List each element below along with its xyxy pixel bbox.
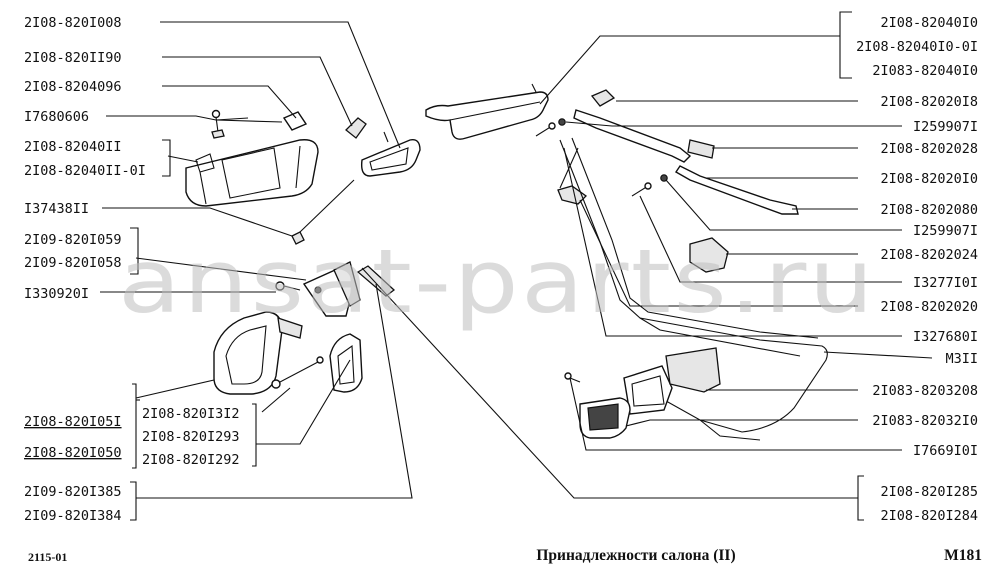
screw-top bbox=[535, 122, 556, 137]
label-2i08-820i3i2: 2I08-820I3I2 bbox=[142, 406, 240, 422]
footer: 2115-01 Принадлежности салона (II) M181 bbox=[28, 547, 982, 564]
label-2i08-820i05i: 2I08-820I05I bbox=[24, 414, 122, 430]
rear-ashtray-frame bbox=[623, 347, 721, 415]
nut-i259907i-lower bbox=[660, 174, 668, 182]
screw-lower bbox=[631, 182, 652, 197]
mirror-cover bbox=[329, 333, 363, 393]
left-labels: 2I08-820I008 2I08-820II90 2I08-8204096 I… bbox=[24, 15, 240, 524]
label-2i08-820i008: 2I08-820I008 bbox=[24, 15, 122, 31]
label-i327680i: I327680I bbox=[913, 329, 978, 345]
label-2i08-82040ii-0i: 2I08-82040II-0I bbox=[24, 163, 146, 179]
label-2i08-82020i8: 2I08-82020I8 bbox=[880, 94, 978, 110]
label-m3ii: M3II bbox=[945, 351, 978, 367]
grab-handle-upper bbox=[573, 109, 715, 163]
leader-lines bbox=[100, 21, 933, 499]
label-2i08-8202024: 2I08-8202024 bbox=[880, 247, 978, 263]
label-2i08-82020i0: 2I08-82020I0 bbox=[880, 171, 978, 187]
label-2i09-820i384: 2I09-820I384 bbox=[24, 508, 122, 524]
label-i259907i-a: I259907I bbox=[913, 119, 978, 135]
cap-i37438ii bbox=[291, 231, 305, 245]
label-2i083-82032i0: 2I083-82032I0 bbox=[872, 413, 978, 429]
label-2i083-82040i0: 2I083-82040I0 bbox=[872, 63, 978, 79]
screw-i7669i0i bbox=[564, 372, 581, 383]
label-2i08-820i292: 2I08-820I292 bbox=[142, 452, 240, 468]
label-2i08-8204096: 2I08-8204096 bbox=[24, 79, 122, 95]
label-2i08-8202080: 2I08-8202080 bbox=[880, 202, 978, 218]
label-i7669i0i: I7669I0I bbox=[913, 443, 978, 459]
clip-8202024 bbox=[689, 237, 729, 273]
label-2i09-820i059: 2I09-820I059 bbox=[24, 232, 122, 248]
label-i37438ii: I37438II bbox=[24, 201, 89, 217]
footer-page: M181 bbox=[944, 547, 982, 564]
nut-i259907i-top bbox=[558, 118, 566, 126]
label-2i09-820i385: 2I09-820I385 bbox=[24, 484, 122, 500]
rear-view-mirror bbox=[360, 131, 421, 177]
mirror-base bbox=[302, 261, 361, 317]
label-2i08-82040i0-0i: 2I08-82040I0-0I bbox=[856, 39, 978, 55]
part-drawings bbox=[185, 83, 828, 441]
label-2i08-82040ii: 2I08-82040II bbox=[24, 139, 122, 155]
door-mirror bbox=[213, 311, 303, 395]
label-i3277i0i: I3277I0I bbox=[913, 275, 978, 291]
label-2i08-820i293: 2I08-820I293 bbox=[142, 429, 240, 445]
label-2i08-8202020: 2I08-8202020 bbox=[880, 299, 978, 315]
label-2i08-820ii90: 2I08-820II90 bbox=[24, 50, 122, 66]
rear-ashtray-housing bbox=[579, 397, 631, 439]
label-2i08-8202028: 2I08-8202028 bbox=[880, 141, 978, 157]
label-2i08-820i050: 2I08-820I050 bbox=[24, 445, 122, 461]
label-i259907i-b: I259907I bbox=[913, 223, 978, 239]
adjuster-handle bbox=[271, 356, 324, 389]
label-2i08-820i284: 2I08-820I284 bbox=[880, 508, 978, 524]
visor-clip bbox=[282, 111, 308, 131]
label-brackets bbox=[130, 11, 864, 521]
label-i330920i: I330920I bbox=[24, 286, 89, 302]
hook-left bbox=[557, 185, 588, 205]
bracket-82020i8 bbox=[590, 89, 616, 107]
label-2i08-820i285: 2I08-820I285 bbox=[880, 484, 978, 500]
label-2i083-8203208: 2I083-8203208 bbox=[872, 383, 978, 399]
footer-code: 2115-01 bbox=[28, 550, 67, 564]
door-trim-panel bbox=[559, 137, 828, 441]
bolt-i330920i bbox=[275, 281, 301, 291]
right-labels: 2I08-82040I0 2I08-82040I0-0I 2I083-82040… bbox=[856, 15, 978, 524]
left-sun-visor bbox=[185, 139, 319, 207]
watermark: ansat-parts.ru bbox=[118, 230, 876, 333]
screw-i7680606 bbox=[211, 109, 225, 139]
footer-title: Принадлежности салона (II) bbox=[536, 547, 735, 564]
label-i7680606: I7680606 bbox=[24, 109, 89, 125]
label-2i08-82040i0: 2I08-82040I0 bbox=[880, 15, 978, 31]
bracket-820ii90 bbox=[345, 117, 367, 139]
grab-handle-lower bbox=[675, 165, 799, 215]
right-sun-visor bbox=[425, 83, 549, 140]
label-2i09-820i058: 2I09-820I058 bbox=[24, 255, 122, 271]
